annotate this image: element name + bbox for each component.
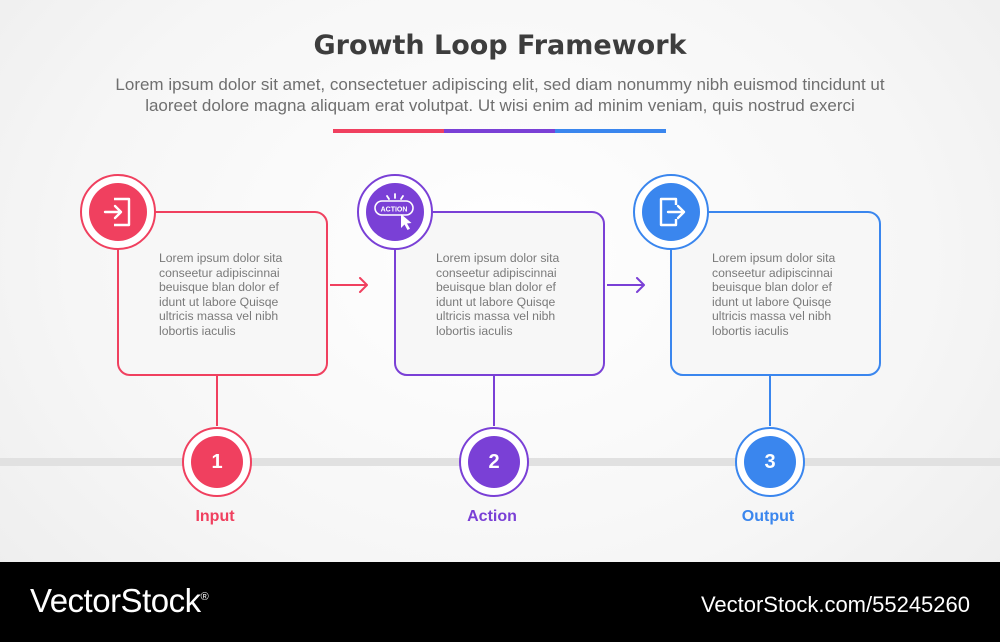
step-number: 1 xyxy=(191,436,243,488)
sign-out-icon xyxy=(659,197,686,227)
step-label-input: Input xyxy=(195,508,235,525)
divider-purple xyxy=(444,129,555,133)
step-card-action: Lorem ipsum dolor sita conseetur adipisc… xyxy=(394,211,605,376)
step-number-badge-1: 1 xyxy=(182,427,252,497)
action-click-icon: ACTION xyxy=(374,193,414,230)
text-line: conseetur adipiscinnai xyxy=(436,265,557,280)
footer-bar: VectorStock® VectorStock.com/55245260 xyxy=(0,562,1000,642)
step-description: Lorem ipsum dolor sita conseetur adipisc… xyxy=(159,251,309,339)
step-label-output: Output xyxy=(741,508,795,525)
text-line: Lorem ipsum dolor sita xyxy=(712,251,836,265)
text-line: ultricis massa vel nibh xyxy=(436,309,556,324)
text-line: idunt ut labore Quisqe xyxy=(159,294,279,309)
text-line: beuisque blan dolor ef xyxy=(436,280,556,295)
connector-stem xyxy=(769,376,771,426)
step-description: Lorem ipsum dolor sita conseetur adipisc… xyxy=(712,251,862,339)
text-line: beuisque blan dolor ef xyxy=(159,280,279,295)
arrow-right-icon xyxy=(607,277,645,293)
brand-logo: VectorStock® xyxy=(30,582,209,620)
divider-red xyxy=(333,129,444,133)
text-line: ultricis massa vel nibh xyxy=(159,309,279,324)
text-line: beuisque blan dolor ef xyxy=(712,280,832,295)
step-description: Lorem ipsum dolor sita conseetur adipisc… xyxy=(436,251,586,339)
text-line: ultricis massa vel nibh xyxy=(712,309,832,324)
text-line: lobortis iaculis xyxy=(159,323,236,338)
text-line: lobortis iaculis xyxy=(712,323,789,338)
page-subtitle: Lorem ipsum dolor sit amet, consectetuer… xyxy=(60,74,940,116)
registered-mark: ® xyxy=(200,591,209,603)
text-line: idunt ut labore Quisqe xyxy=(712,294,832,309)
step-icon-badge-input xyxy=(80,174,156,250)
step-number-badge-3: 3 xyxy=(735,427,805,497)
brand-name: VectorStock xyxy=(30,582,201,619)
text-line: Lorem ipsum dolor sita xyxy=(159,251,283,265)
step-number: 2 xyxy=(468,436,520,488)
text-line: idunt ut labore Quisqe xyxy=(436,294,556,309)
step-card-output: Lorem ipsum dolor sita conseetur adipisc… xyxy=(670,211,881,376)
text-line: Lorem ipsum dolor sita xyxy=(436,251,560,265)
connector-stem xyxy=(216,376,218,426)
step-number: 3 xyxy=(744,436,796,488)
text-line: lobortis iaculis xyxy=(436,323,513,338)
subtitle-line-2: laoreet dolore magna aliquam erat volutp… xyxy=(145,96,855,115)
text-line: conseetur adipiscinnai xyxy=(712,265,833,280)
arrow-right-icon xyxy=(330,277,368,293)
step-icon-badge-output xyxy=(633,174,709,250)
step-number-badge-2: 2 xyxy=(459,427,529,497)
connector-stem xyxy=(493,376,495,426)
page-title: Growth Loop Framework xyxy=(313,30,687,61)
step-label-action: Action xyxy=(467,508,517,525)
stock-id: VectorStock.com/55245260 xyxy=(700,592,970,617)
sign-in-icon xyxy=(103,197,131,227)
step-icon-badge-action: ACTION xyxy=(357,174,433,250)
subtitle-line-1: Lorem ipsum dolor sit amet, consectetuer… xyxy=(115,75,885,94)
svg-text:ACTION: ACTION xyxy=(381,207,408,214)
divider-blue xyxy=(555,129,666,133)
step-card-input: Lorem ipsum dolor sita conseetur adipisc… xyxy=(117,211,328,376)
text-line: conseetur adipiscinnai xyxy=(159,265,280,280)
